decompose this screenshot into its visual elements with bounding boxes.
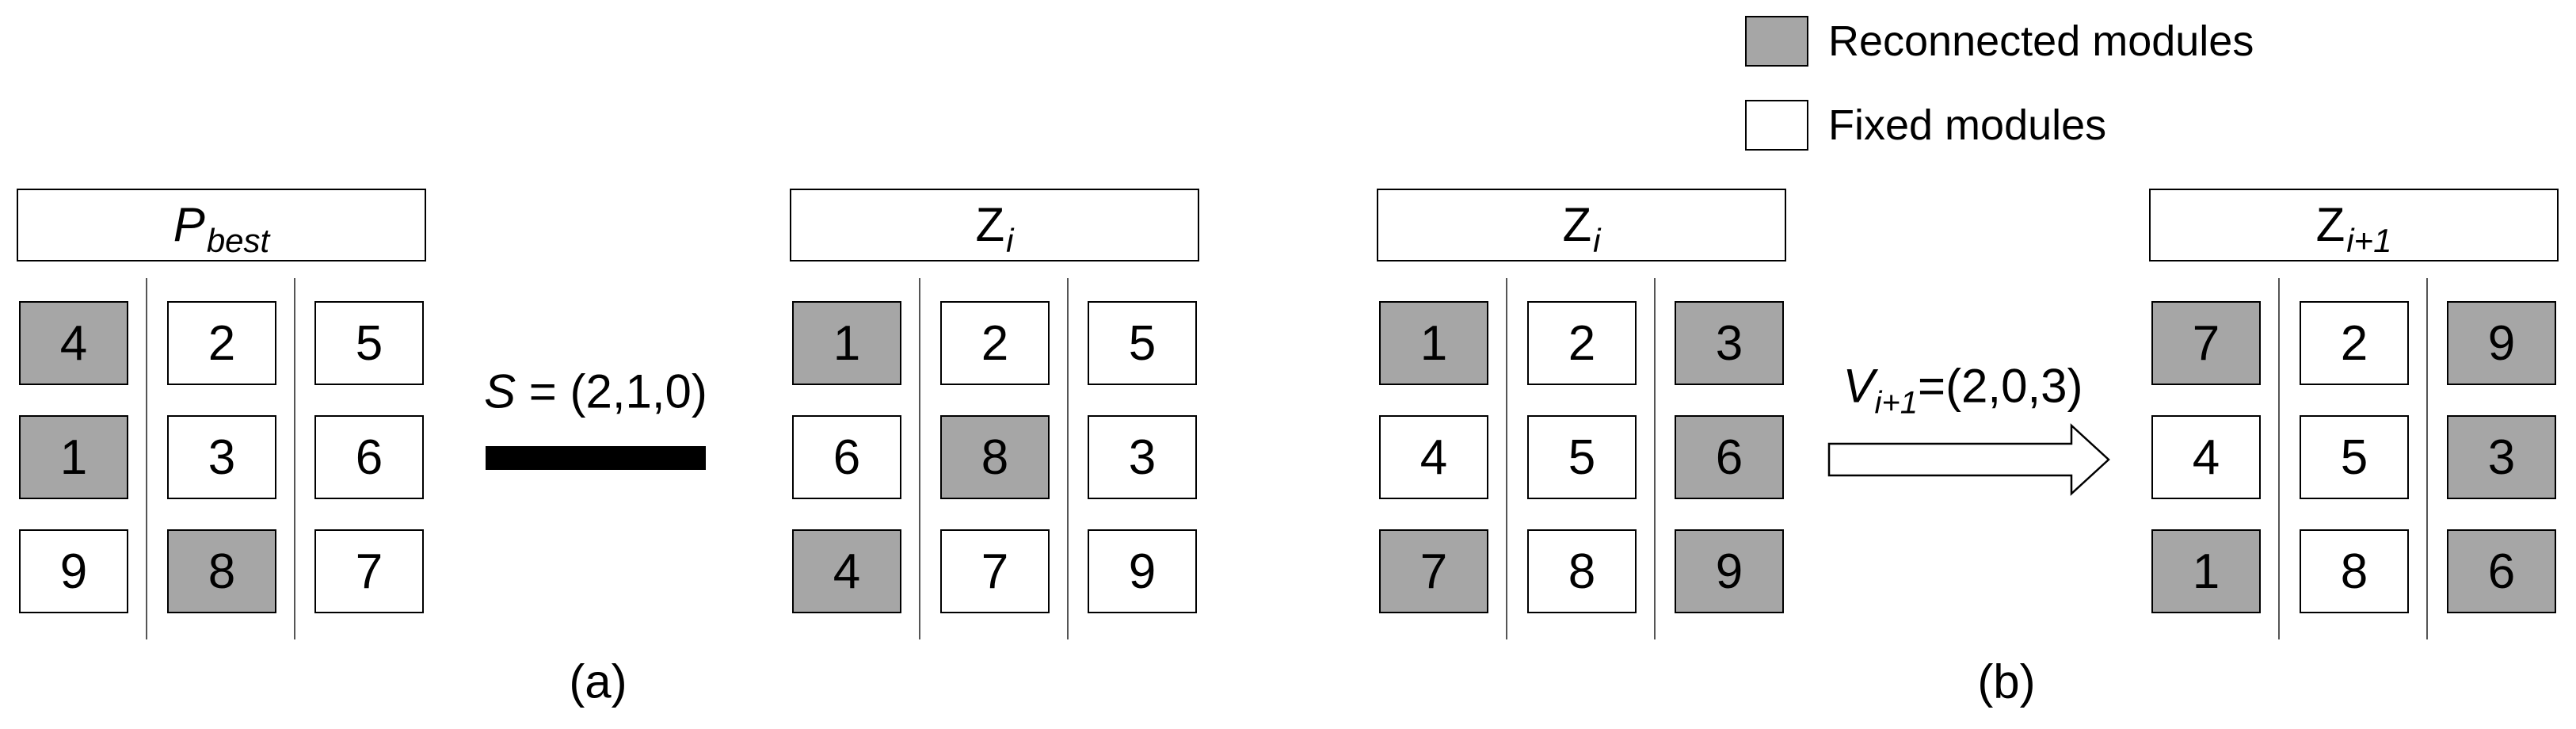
module-cell-reconnected: 1 [792,301,901,385]
operator-label-v: Vi+1=(2,0,3) [1843,359,2083,422]
legend-label-fixed: Fixed modules [1828,101,2107,149]
panel-title-subscript: best [206,222,270,259]
module-cell-fixed: 2 [2300,301,2409,385]
panel-title-subscript: i [1593,222,1601,259]
module-cell-reconnected: 6 [2447,529,2556,613]
module-cell-reconnected: 9 [2447,301,2556,385]
panel-title-main: Z [975,198,1005,251]
module-cell-fixed: 6 [792,415,901,499]
operator-label-s: S = (2,1,0) [484,364,707,419]
panel-title-main: Z [1562,198,1592,251]
black-bar [486,446,706,470]
module-cell-fixed: 5 [1088,301,1197,385]
module-cell-fixed: 5 [1527,415,1637,499]
panel-title-subscript: i+1 [2346,222,2392,259]
module-cell-fixed: 2 [1527,301,1637,385]
column-divider [146,278,147,639]
caption-b: (b) [1977,655,2036,708]
module-cell-reconnected: 4 [19,301,128,385]
module-cell-fixed: 6 [314,415,424,499]
panel-title-subscript: i [1006,222,1014,259]
module-cell-reconnected: 1 [19,415,128,499]
legend-swatch-fixed [1745,100,1808,151]
module-cell-fixed: 5 [2300,415,2409,499]
panel-title-main: P [173,198,205,251]
module-cell-reconnected: 8 [167,529,276,613]
column-divider [1654,278,1656,639]
module-cell-reconnected: 7 [1379,529,1488,613]
module-cell-reconnected: 7 [2151,301,2261,385]
module-cell-reconnected: 3 [1675,301,1784,385]
module-cell-fixed: 4 [1379,415,1488,499]
module-cell-fixed: 8 [1527,529,1637,613]
module-cell-fixed: 7 [940,529,1050,613]
module-cell-fixed: 3 [167,415,276,499]
column-divider [1067,278,1069,639]
module-cell-fixed: 5 [314,301,424,385]
column-divider [919,278,920,639]
module-cell-reconnected: 9 [1675,529,1784,613]
legend-swatch-reconnected [1745,16,1808,67]
module-cell-fixed: 2 [167,301,276,385]
module-cell-fixed: 9 [1088,529,1197,613]
module-cell-reconnected: 1 [1379,301,1488,385]
column-divider [2278,278,2280,639]
operator-value: = (2,1,0) [516,364,707,418]
module-cell-reconnected: 3 [2447,415,2556,499]
module-cell-fixed: 2 [940,301,1050,385]
panel-title-main: Z [2315,198,2345,251]
column-divider [2426,278,2428,639]
module-cell-reconnected: 1 [2151,529,2261,613]
module-cell-fixed: 7 [314,529,424,613]
column-divider [294,278,295,639]
operator-value: =(2,0,3) [1918,359,2083,413]
caption-a: (a) [569,655,627,708]
module-cell-fixed: 4 [2151,415,2261,499]
legend-label-reconnected: Reconnected modules [1828,17,2254,65]
operator-subscript: i+1 [1874,385,1919,421]
operator-symbol: V [1842,359,1875,413]
module-cell-reconnected: 4 [792,529,901,613]
module-cell-fixed: 3 [1088,415,1197,499]
module-cell-reconnected: 6 [1675,415,1784,499]
module-cell-reconnected: 8 [940,415,1050,499]
operator-symbol: S [484,364,516,418]
right-arrow-icon [1827,423,2110,496]
module-cell-fixed: 8 [2300,529,2409,613]
column-divider [1506,278,1507,639]
module-cell-fixed: 9 [19,529,128,613]
